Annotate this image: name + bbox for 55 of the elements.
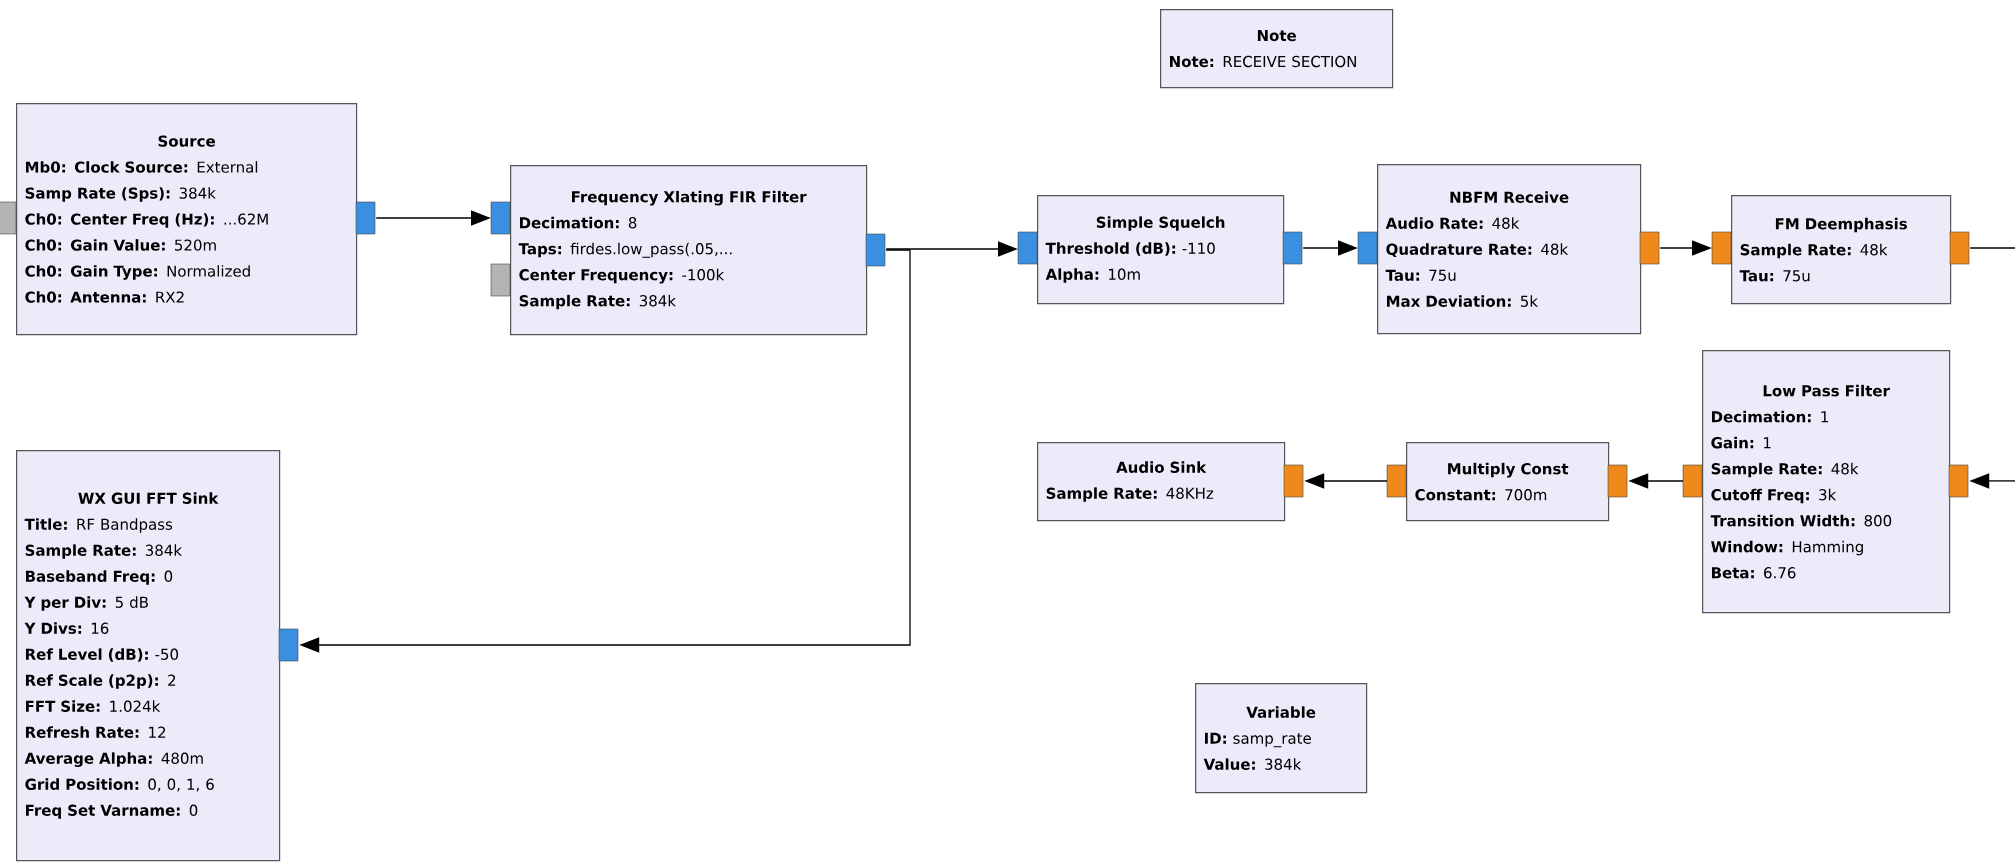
block: Multiply Const Constant: 700m (1406, 442, 1610, 522)
node-label: Decimation: 1 (1712, 410, 1828, 423)
block: WX GUI FFT Sink Title: RF Bandpass Sample Rate: 384k Baseband Freq: 0 Y per Div: 5 dB Y Divs: 16 Ref Level (dB): -50 Ref Scale (p2p): 2 FFT Size: 1.024k Refresh Rate: 12 Average Alpha: 480m Grid Position: 0, 0, 1, 6 Freq Set Varname: 0 (16, 450, 281, 862)
node-label: Audio Rate: 48k (1385, 217, 1520, 229)
node-label: Transition Width: 800 (1710, 514, 1892, 527)
node-label: Ref Level (dB): -50 (25, 648, 179, 662)
node-label: Frequency Xlating FIR Filter (571, 190, 807, 206)
node-label: Refresh Rate: 12 (25, 726, 166, 738)
node-label: Average Alpha: 480m (24, 752, 203, 767)
node-label: Cutoff Freq: 3k (1711, 488, 1837, 504)
node-label: Taps: firdes.low_pass(.05,... (518, 242, 732, 258)
block: Audio Sink Sample Rate: 48KHz (1037, 442, 1286, 522)
node-label: Tau: 75u (1385, 269, 1456, 281)
node-label: Beta: 6.76 (1712, 567, 1796, 579)
node-label: Baseband Freq: 0 (25, 570, 173, 585)
node-label: Decimation: 8 (519, 216, 637, 229)
node-label: Title: RF Bandpass (24, 518, 173, 533)
block: Variable ID: samp_rate Value: 384k (1195, 683, 1368, 794)
node-label: Sample Rate: 48k (1740, 243, 1888, 259)
block: Frequency Xlating FIR Filter Decimation: 8 Taps: firdes.low_pass(.05,... Center Frequency: -100k Sample Rate: 384k (510, 165, 868, 336)
block: NBFM Receive Audio Rate: 48k Quadrature Rate: 48k Tau: 75u Max Deviation: 5k (1377, 164, 1642, 335)
node-label: Max Deviation: 5k (1387, 295, 1538, 307)
node-label: Quadrature Rate: 48k (1386, 243, 1569, 257)
node-label: Window: Hamming (1711, 540, 1863, 556)
node-label: FM Deemphasis (1775, 217, 1907, 233)
node-label: Sample Rate: 384k (25, 544, 182, 559)
node-label: Sample Rate: 384k (519, 294, 676, 310)
block: FM Deemphasis Sample Rate: 48k Tau: 75u (1731, 195, 1952, 305)
block: Source Mb0: Clock Source: External Samp Rate (Sps): 384k Ch0: Center Freq (Hz): ...62M Ch0: Gain Value: 520m Ch0: Gain Type: Normalized Ch0: Antenna: RX2 (16, 103, 358, 336)
node-label: Ch0: Gain Value: 520m (25, 239, 216, 251)
node-label: Y Divs: 16 (24, 622, 109, 634)
node-label: NBFM Receive (1450, 191, 1569, 203)
node-label: Alpha: 10m (1045, 268, 1140, 283)
node-label: Ref Scale (p2p): 2 (25, 674, 176, 689)
node-label: Ch0: Gain Type: Normalized (25, 265, 250, 280)
node-label: WX GUI FFT Sink (78, 492, 219, 504)
node-label: Ch0: Antenna: RX2 (25, 291, 184, 303)
node-label: FFT Size: 1.024k (25, 700, 161, 712)
node-label: Center Frequency: -100k (519, 268, 725, 284)
node-label: Gain: 1 (1711, 436, 1771, 449)
node-label: Freq Set Varname: 0 (25, 804, 198, 819)
node-label: Y per Div: 5 dB (24, 596, 148, 611)
node-label: Low Pass Filter (1763, 384, 1890, 397)
block: Simple Squelch Threshold (dB): -110 Alpha: 10m (1037, 195, 1285, 305)
node-label: Tau: 75u (1739, 270, 1810, 282)
block: Low Pass Filter Decimation: 1 Gain: 1 Sample Rate: 48k Cutoff Freq: 3k Transition Width: 800 Window: Hamming Beta: 6.76 (1702, 350, 1951, 614)
node-label: Mb0: Clock Source: External (25, 161, 258, 173)
node-label: Ch0: Center Freq (Hz): ...62M (25, 213, 268, 228)
node-label: Sample Rate: 48k (1711, 462, 1859, 478)
block: Note Note: RECEIVE SECTION (1160, 9, 1394, 89)
node-label: Grid Position: 0, 0, 1, 6 (25, 778, 214, 792)
node-label: Threshold (dB): -110 (1045, 242, 1215, 256)
node-label: Simple Squelch (1096, 216, 1225, 231)
node-label: Source (158, 135, 215, 147)
node-label: Samp Rate (Sps): 384k (25, 187, 216, 202)
